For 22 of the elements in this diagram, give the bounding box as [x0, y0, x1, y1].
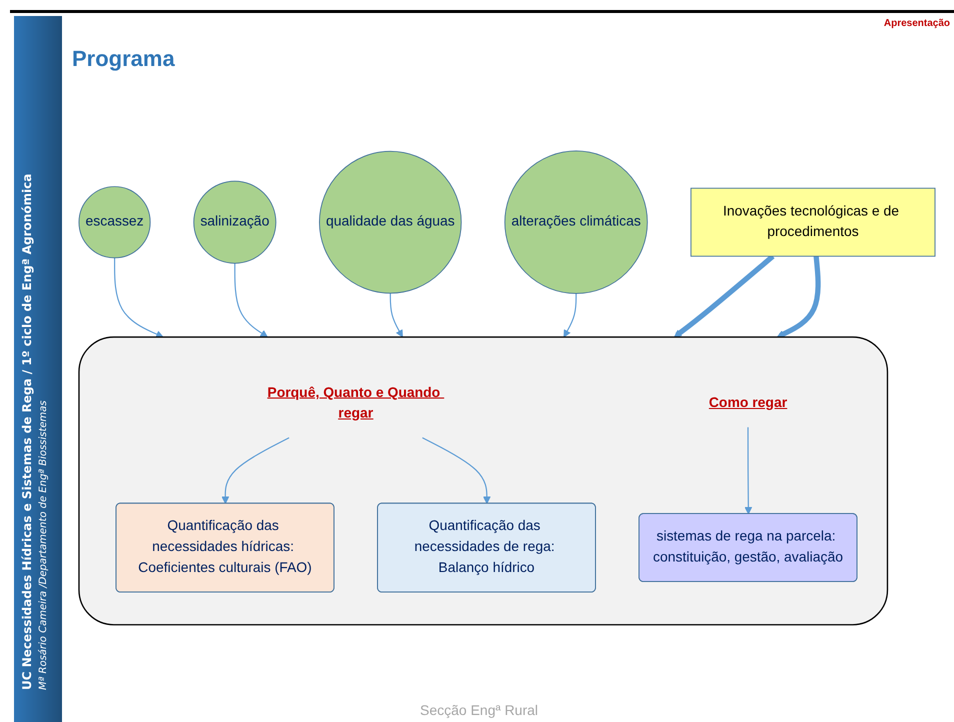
arrow: [422, 436, 491, 504]
node-circle: salinização: [193, 180, 276, 264]
node-box: Inovações tecnológicas e de procedimentos: [690, 187, 936, 256]
node-circle: escassez: [78, 186, 151, 258]
arrow: [674, 254, 775, 338]
cluster: [78, 336, 888, 626]
arrow: [776, 256, 821, 338]
arrow: [744, 426, 752, 514]
section-tag: Apresentação: [884, 18, 950, 29]
node-text: Como regar: [708, 396, 788, 410]
node-circle: qualidade das águas: [319, 150, 462, 294]
footer-text: Secção Engª Rural: [420, 702, 538, 718]
author-line: Mª Rosário Cameira /Departamento de Engª Biossistemas: [38, 400, 49, 690]
slide-title: Programa: [72, 46, 175, 72]
arrow: [234, 262, 268, 338]
course-title: UC Necessidades Hídricas e Sistemas de Rega / 1º ciclo de Engª Agronómica: [20, 174, 34, 690]
arrow: [222, 436, 290, 504]
arrow: [114, 257, 164, 338]
node-text: Porquê, Quanto e Quando regar: [267, 385, 440, 421]
arrow: [390, 292, 403, 338]
node-circle: alterações climáticas: [504, 150, 648, 294]
arrow: [564, 293, 577, 338]
